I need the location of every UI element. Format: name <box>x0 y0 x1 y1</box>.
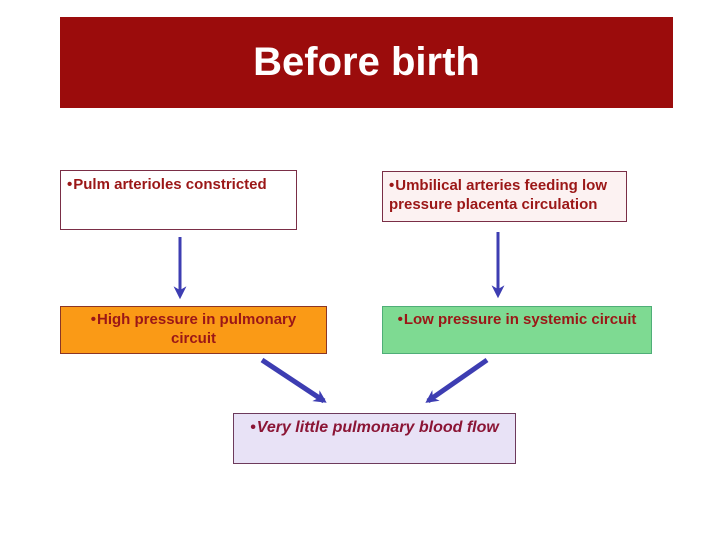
box-low-pressure-systemic-label: Low pressure in systemic circuit <box>403 311 637 328</box>
arrow-low-to-flow-icon <box>425 357 489 404</box>
box-very-little-pulmonary-flow-label: Very little pulmonary blood flow <box>256 419 499 436</box>
slide-title: Before birth <box>253 40 480 84</box>
box-pulm-arterioles: •Pulm arterioles constricted <box>60 170 297 230</box>
box-very-little-pulmonary-flow: •Very little pulmonary blood flow <box>233 413 516 464</box>
bullet-icon: • <box>389 177 395 194</box>
box-high-pressure-pulmonary: •High pressure in pulmonary circuit <box>60 306 327 354</box>
box-pulm-arterioles-label: Pulm arterioles constricted <box>73 176 267 193</box>
box-umbilical-arteries-label: Umbilical arteries feeding low pressure … <box>389 177 607 213</box>
bullet-icon: • <box>67 176 73 193</box>
bullet-icon: • <box>397 311 403 328</box>
bullet-icon: • <box>250 419 256 436</box>
box-high-pressure-pulmonary-label: High pressure in pulmonary circuit <box>97 311 297 347</box>
title-banner: Before birth <box>60 17 673 108</box>
arrow-high-to-flow-icon <box>260 357 327 404</box>
bullet-icon: • <box>90 311 97 328</box>
box-umbilical-arteries: •Umbilical arteries feeding low pressure… <box>382 171 627 222</box>
box-low-pressure-systemic: •Low pressure in systemic circuit <box>382 306 652 354</box>
